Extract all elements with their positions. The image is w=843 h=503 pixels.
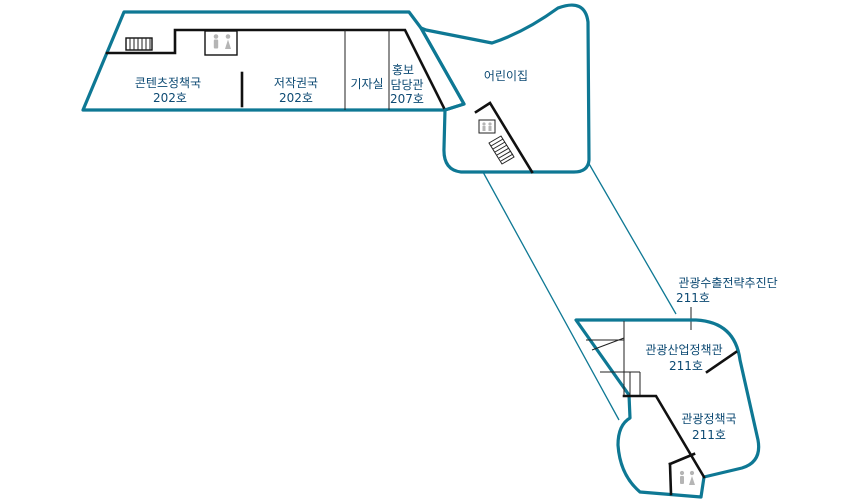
daycare-building-outline	[419, 3, 591, 174]
restroom-icon	[204, 30, 238, 56]
label-tourism-strategy: 관광수출전략추진단	[678, 276, 777, 290]
walkway-line-right	[587, 161, 677, 315]
stairs-icon	[488, 135, 515, 165]
label-copyright-number: 202호	[279, 91, 313, 105]
wall-lower-diag-long	[622, 394, 706, 479]
label-press-room: 기자실	[350, 77, 383, 91]
corridor-wall	[105, 28, 447, 112]
label-tourism-industry-number: 211호	[669, 359, 703, 373]
label-tourism-strategy-number: 211호	[676, 291, 710, 305]
label-tourism-policy: 관광정책국	[681, 411, 736, 426]
label-pr-office-1: 홍보	[392, 63, 414, 77]
label-tourism-policy-number: 211호	[692, 428, 726, 442]
daycare-stair-wall	[474, 101, 534, 174]
label-tourism-industry: 관광산업정책관	[645, 342, 722, 357]
label-pr-office-number: 207호	[390, 92, 424, 106]
wall-lower-angle	[591, 337, 625, 351]
walkway-line-left	[482, 171, 620, 421]
label-copyright: 저작권국	[274, 76, 318, 90]
stairs-icon	[125, 37, 153, 51]
restroom-icon	[679, 470, 695, 485]
label-content-policy-number: 202호	[153, 91, 187, 105]
label-pr-office-2: 담당관	[390, 78, 423, 92]
wall-industry-stub	[705, 350, 738, 374]
wall-restroom-top	[668, 452, 696, 466]
label-daycare: 어린이집	[484, 69, 528, 83]
elevator-icon	[478, 119, 496, 134]
wall-restroom-side	[668, 462, 673, 496]
label-content-policy: 콘텐츠정책국	[135, 75, 201, 90]
